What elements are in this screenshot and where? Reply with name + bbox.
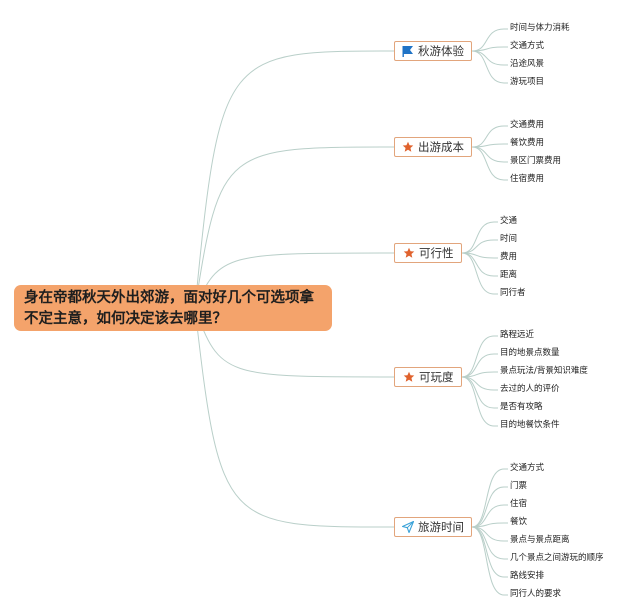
leaf-topic[interactable]: 费用 [500, 252, 518, 262]
leaf-topic[interactable]: 路程远近 [500, 330, 535, 340]
link-travel-time-leaf [471, 468, 508, 528]
leaf-topic[interactable]: 交通费用 [510, 120, 545, 130]
branch-label: 可玩度 [419, 370, 454, 384]
link-trip-cost-leaf [471, 146, 508, 163]
link-playability-leaf [461, 376, 498, 409]
link-playability-leaf [461, 353, 498, 378]
branch-label: 旅游时间 [418, 520, 464, 534]
link-feasibility-leaf [461, 239, 498, 254]
leaf-topic[interactable]: 是否有攻略 [500, 402, 543, 412]
star-icon [402, 141, 414, 154]
root-topic[interactable]: 身在帝都秋天外出郊游，面对好几个可选项拿 不定主意，如何决定该去哪里？ [14, 285, 332, 331]
link-autumn-experience-leaf [471, 50, 508, 84]
flag-icon [402, 45, 414, 58]
paper-plane-icon [402, 521, 414, 534]
link-travel-time-leaf [471, 504, 508, 528]
leaf-topic[interactable]: 景区门票费用 [510, 156, 562, 166]
link-travel-time-leaf [471, 526, 508, 578]
branch-autumn-experience[interactable]: 秋游体验 [394, 41, 472, 61]
star-icon [402, 371, 415, 384]
link-travel-time-leaf [471, 486, 508, 528]
leaf-topic[interactable]: 餐饮 [510, 517, 528, 527]
leaf-topic[interactable]: 游玩项目 [510, 77, 545, 87]
link-autumn-experience-leaf [471, 50, 508, 66]
link-trip-cost-leaf [471, 125, 508, 148]
branch-label: 出游成本 [418, 140, 464, 154]
branch-trip-cost[interactable]: 出游成本 [394, 137, 472, 157]
link-autumn-experience-leaf [471, 28, 508, 52]
leaf-topic[interactable]: 沿途风景 [510, 59, 545, 69]
leaf-topic[interactable]: 住宿费用 [510, 174, 545, 184]
leaf-topic[interactable]: 景点玩法/背景知识难度 [500, 366, 588, 376]
link-travel-time-leaf [471, 526, 508, 596]
leaf-topic[interactable]: 交通 [500, 216, 518, 226]
root-topic-line-1: 身在帝都秋天外出郊游，面对好几个可选项拿 [24, 290, 314, 306]
leaf-topic[interactable]: 景点与景点距离 [510, 535, 570, 545]
link-travel-time-leaf [471, 522, 508, 528]
leaf-topic[interactable]: 目的地景点数量 [500, 348, 560, 358]
link-feasibility-leaf [461, 252, 498, 295]
branch-travel-time[interactable]: 旅游时间 [394, 517, 472, 537]
link-playability-leaf [461, 376, 498, 427]
link-playability-leaf [461, 371, 498, 378]
leaf-topic[interactable]: 同行者 [500, 288, 526, 298]
leaf-topic[interactable]: 交通方式 [510, 463, 545, 473]
link-playability-leaf [461, 335, 498, 378]
link-feasibility-leaf [461, 221, 498, 254]
leaf-topic[interactable]: 门票 [510, 481, 528, 491]
leaf-topic[interactable]: 同行人的要求 [510, 589, 562, 599]
star-icon [402, 247, 415, 260]
leaf-topic[interactable]: 路线安排 [510, 571, 545, 581]
link-trip-cost-leaf [471, 146, 508, 181]
leaf-topic[interactable]: 几个景点之间游玩的顺序 [510, 553, 604, 563]
leaf-topic[interactable]: 时间 [500, 234, 518, 244]
leaf-topic[interactable]: 时间与体力消耗 [510, 23, 570, 33]
link-root-to-trip-cost [194, 146, 395, 309]
link-autumn-experience-leaf [471, 46, 508, 52]
leaf-topic[interactable]: 距离 [500, 270, 518, 280]
link-travel-time-leaf [471, 526, 508, 560]
leaf-topic[interactable]: 餐饮费用 [510, 138, 545, 148]
branch-playability[interactable]: 可玩度 [394, 367, 462, 387]
link-root-to-autumn-experience [194, 50, 395, 309]
link-trip-cost-leaf [471, 143, 508, 148]
branch-feasibility[interactable]: 可行性 [394, 243, 462, 263]
leaf-topic[interactable]: 住宿 [510, 499, 528, 509]
leaf-topic[interactable]: 目的地餐饮条件 [500, 420, 560, 430]
leaf-topic[interactable]: 去过的人的评价 [500, 384, 560, 394]
branch-label: 秋游体验 [418, 44, 464, 58]
branch-label: 可行性 [419, 246, 454, 260]
root-topic-line-2: 不定主意，如何决定该去哪里？ [24, 311, 227, 327]
leaf-topic[interactable]: 交通方式 [510, 41, 545, 51]
link-root-to-travel-time [194, 307, 395, 528]
